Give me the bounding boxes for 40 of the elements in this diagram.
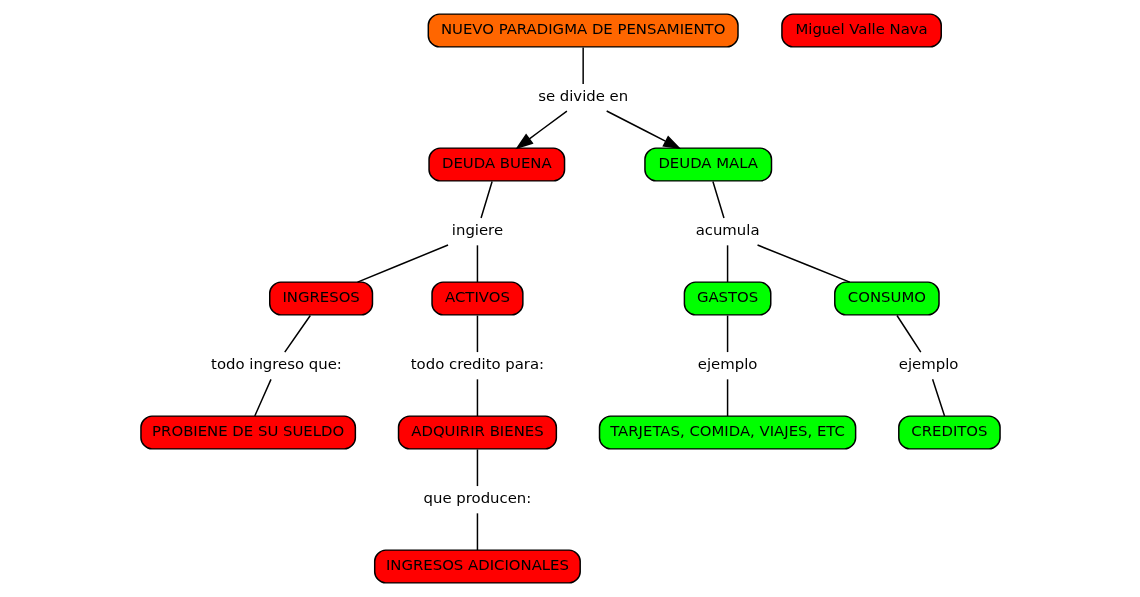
connector [476,244,478,283]
connector [479,180,493,219]
connector [726,314,728,353]
node-box: NUEVO PARADIGMA DE PENSAMIENTO [427,13,739,48]
node-box: DEUDA MALA [643,147,772,182]
node-text: que producen: [423,489,531,508]
node-box: CONSUMO [833,281,940,316]
node-box: TARJETAS, COMIDA, VIAJES, ETC [598,415,856,450]
node-text: ejemplo [697,355,757,374]
node-box: INGRESOS [268,281,373,316]
connector [476,314,478,353]
node-box: GASTOS [683,281,771,316]
node-text: acumula [695,221,760,240]
connector [581,46,584,85]
node-text: todo ingreso que: [210,355,342,374]
arrow [605,110,681,150]
connector [756,244,850,283]
connector [476,448,478,487]
node-box: Miguel Valle Nava [780,13,942,48]
node-box: CREDITOS [897,415,1001,450]
connector [726,378,728,417]
node-box: INGRESOS ADICIONALES [373,549,581,584]
connector [711,180,725,219]
connector [356,244,449,283]
arrow [514,110,568,150]
node-box: DEUDA BUENA [427,147,565,182]
connector [253,378,272,417]
node-text: ingiere [451,221,503,240]
node-box: ADQUIRIR BIENES [397,415,557,450]
connector [476,378,478,417]
connector [283,314,311,353]
connector [476,512,478,551]
connector [931,378,945,417]
node-text: se divide en [537,87,628,106]
node-text: ejemplo [898,355,958,374]
connector [895,314,922,353]
node-text: todo credito para: [410,355,544,374]
node-box: PROBIENE DE SU SUELDO [139,415,356,450]
node-box: ACTIVOS [430,281,524,316]
connector [726,244,728,283]
